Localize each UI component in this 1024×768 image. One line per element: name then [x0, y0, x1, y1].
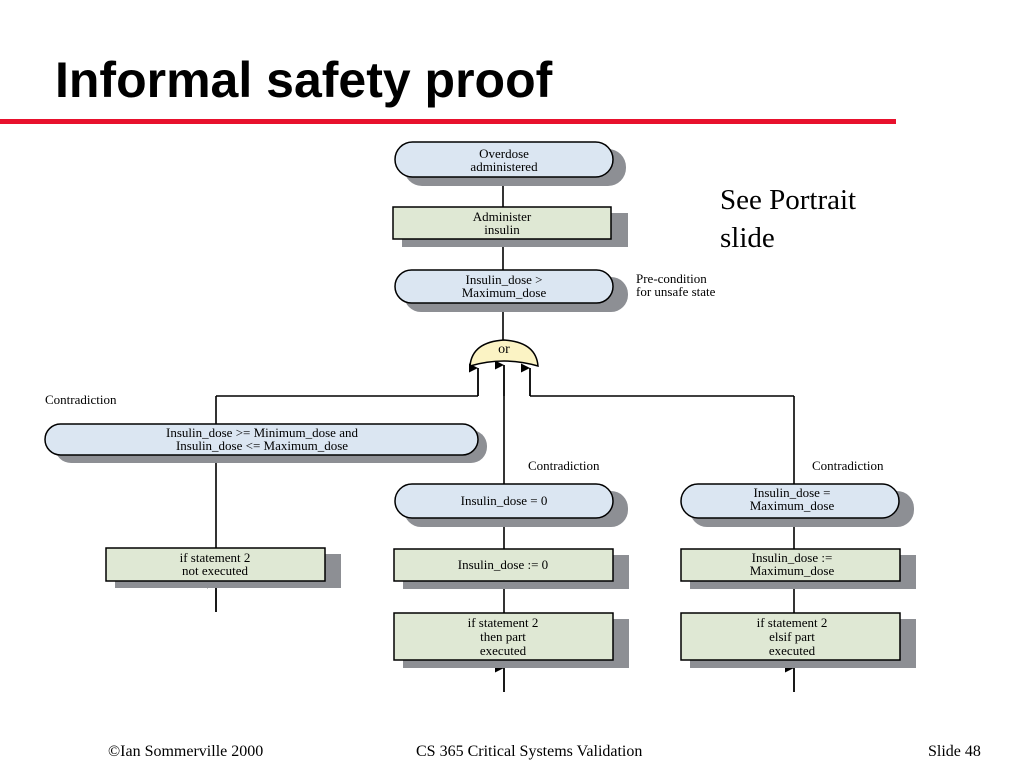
- see-portrait-note: See Portrait slide: [720, 181, 900, 257]
- assign-zero-text: Insulin_dose := 0: [458, 557, 548, 572]
- if-elsif-line-3: executed: [769, 643, 816, 658]
- title-underline: [0, 119, 896, 124]
- see-portrait-line-1: See Portrait: [720, 184, 857, 216]
- precondition-label-line-1: Pre-condition: [636, 271, 707, 286]
- svg-text:Insulin_dose :=Maximum_dose: Insulin_dose :=Maximum_dose: [750, 550, 835, 578]
- precondition-label-line-2: for unsafe state: [636, 284, 716, 299]
- node-assign-maximum: Insulin_dose :=Maximum_dose: [680, 548, 916, 589]
- dose-range-line-2: Insulin_dose <= Maximum_dose: [176, 438, 348, 453]
- dose-equals-max-line-1: Insulin_dose =: [753, 485, 830, 500]
- if-not-executed-line-1: if statement 2: [180, 550, 251, 565]
- svg-text:Insulin_dose >= Minimum_dose a: Insulin_dose >= Minimum_dose andInsulin_…: [166, 425, 358, 453]
- precondition-line-1: Insulin_dose >: [465, 272, 542, 287]
- administer-line-1: Administer: [473, 209, 532, 224]
- svg-text:Insulin_dose >Maximum_dose: Insulin_dose >Maximum_dose: [462, 272, 547, 300]
- footer-copyright: ©Ian Sommerville 2000: [108, 743, 264, 760]
- precondition-line-2: Maximum_dose: [462, 285, 547, 300]
- svg-text:Insulin_dose =Maximum_dose: Insulin_dose =Maximum_dose: [750, 485, 835, 513]
- node-precondition: Insulin_dose >Maximum_dose: [394, 269, 628, 312]
- slide-title: Informal safety proof: [55, 52, 553, 108]
- if-then-line-3: executed: [480, 643, 527, 658]
- if-then-line-1: if statement 2: [468, 615, 539, 630]
- node-assign-zero: Insulin_dose := 0: [393, 548, 629, 589]
- dose-range-line-1: Insulin_dose >= Minimum_dose and: [166, 425, 358, 440]
- dose-equals-zero-text: Insulin_dose = 0: [461, 493, 548, 508]
- or-gate: or: [469, 339, 539, 368]
- left-contradiction-label: Contradiction: [45, 392, 117, 407]
- footer-course: CS 365 Critical Systems Validation: [416, 743, 643, 760]
- node-dose-equals-zero: Insulin_dose = 0: [394, 483, 628, 527]
- overdose-line-1: Overdose: [479, 146, 529, 161]
- if-elsif-line-2: elsif part: [769, 629, 815, 644]
- right-contradiction-label: Contradiction: [812, 458, 884, 473]
- arrow-heads: [207, 360, 795, 692]
- assign-max-line-1: Insulin_dose :=: [752, 550, 833, 565]
- if-then-line-2: then part: [480, 629, 526, 644]
- overdose-line-2: administered: [470, 159, 538, 174]
- or-gate-label: or: [498, 342, 510, 357]
- footer-slide-number: Slide 48: [928, 743, 981, 760]
- see-portrait-line-2: slide: [720, 222, 775, 254]
- middle-contradiction-label: Contradiction: [528, 458, 600, 473]
- if-elsif-line-1: if statement 2: [757, 615, 828, 630]
- administer-line-2: insulin: [484, 222, 520, 237]
- if-not-executed-line-2: not executed: [182, 563, 249, 578]
- node-dose-equals-maximum: Insulin_dose =Maximum_dose: [680, 483, 914, 527]
- assign-max-line-2: Maximum_dose: [750, 563, 835, 578]
- dose-equals-max-line-2: Maximum_dose: [750, 498, 835, 513]
